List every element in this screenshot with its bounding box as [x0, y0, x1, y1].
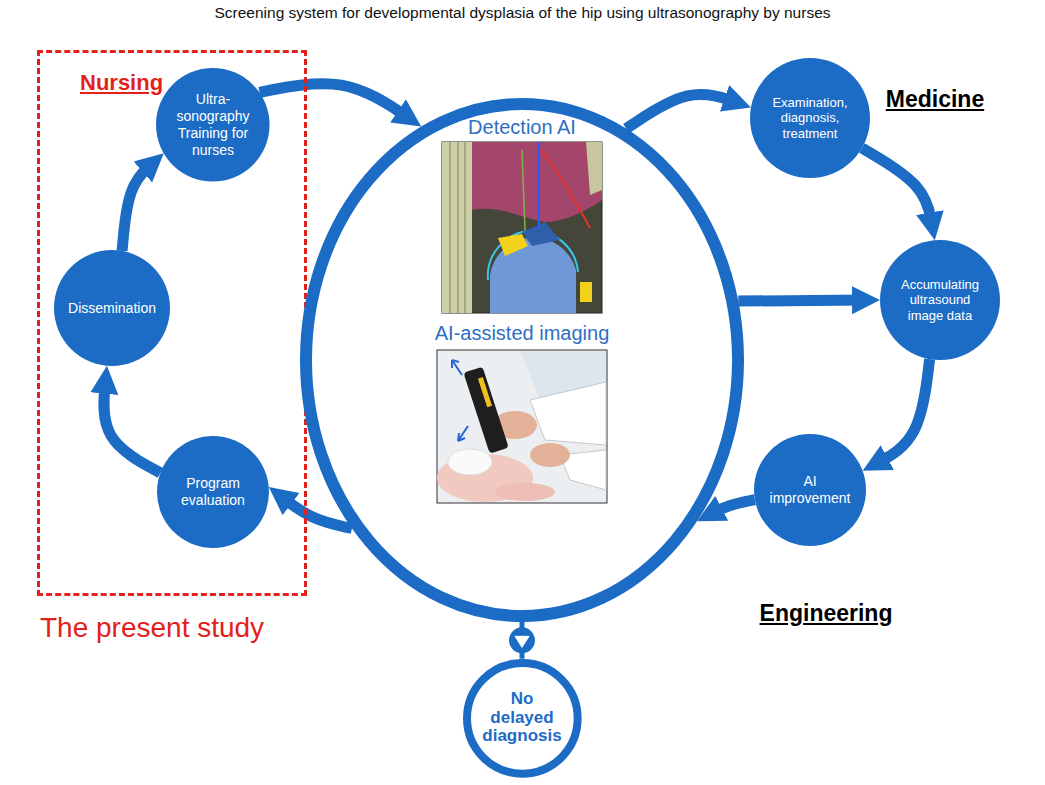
imaging-photo — [437, 350, 607, 503]
connector-group — [509, 622, 535, 659]
ring-outline — [467, 663, 578, 774]
infant-model-leg — [495, 483, 555, 501]
process-circle: Ultra- sonography Training for nurses — [156, 68, 270, 182]
connector-group — [738, 300, 866, 302]
probe-body — [463, 367, 508, 454]
flow-arrow — [875, 359, 930, 464]
ring-outline — [306, 104, 738, 616]
discipline-label: Engineering — [760, 600, 893, 627]
node-label: Program evaluation — [173, 475, 253, 509]
circle-fill — [157, 436, 269, 548]
node-text-block: Program evaluation — [173, 475, 253, 509]
connector-group — [875, 359, 930, 464]
hub-heading: Detection AI — [300, 116, 744, 139]
base-line — [538, 142, 540, 228]
labrum — [522, 222, 560, 246]
ultrasound-image — [442, 142, 602, 313]
circle-fill — [754, 434, 866, 546]
guide-line — [522, 150, 525, 230]
node-text-block: AI improvement — [765, 473, 855, 507]
flow-arrow — [738, 295, 866, 307]
result-badge — [509, 627, 535, 653]
ultrasound-probe — [463, 367, 508, 454]
process-circle: Accumulating ultrasound image data — [880, 240, 1000, 360]
diagram-title: Screening system for developmental dyspl… — [0, 4, 1045, 22]
node-text-block: Dissemination — [68, 300, 156, 317]
process-circle: Program evaluation — [157, 436, 269, 548]
hub-heading: AI-assisted imaging — [300, 322, 744, 345]
outcome-circle: No delayed diagnosis — [463, 659, 582, 778]
circle-fill — [750, 58, 870, 178]
ring-shape — [300, 98, 744, 622]
study-region: NursingThe present studyUltra- sonograph… — [37, 50, 307, 596]
flow-arrow — [259, 84, 409, 119]
section-heading: Nursing — [80, 70, 163, 96]
flow-arrow — [104, 380, 161, 473]
motion-arrow — [452, 360, 462, 375]
node-label: No delayed diagnosis — [479, 690, 565, 746]
discipline-label: Medicine — [886, 86, 984, 113]
motion-arrow — [458, 426, 468, 441]
ai-hub-ring: Detection AI AI-assisted imaging — [300, 98, 744, 622]
node-label: AI improvement — [765, 473, 855, 507]
flow-arrow — [626, 94, 737, 128]
flow-arrow — [709, 500, 755, 515]
node-label: Accumulating ultrasound image data — [892, 277, 988, 324]
node-text-block: Accumulating ultrasound image data — [892, 277, 988, 324]
connector-group — [104, 380, 161, 473]
tissue-stripes — [450, 142, 465, 313]
photo-ground — [437, 350, 607, 503]
process-circle: Examination, diagnosis, treatment — [750, 58, 870, 178]
circle-fill — [54, 250, 170, 366]
node-label: Ultra- sonography Training for nurses — [171, 91, 255, 158]
sleeve — [530, 382, 606, 445]
circle-fill — [156, 68, 270, 182]
flow-arrow — [862, 148, 932, 226]
diaper — [448, 449, 492, 475]
gluteal-muscle — [472, 142, 602, 222]
connector-group — [122, 163, 153, 251]
connector-group — [259, 84, 409, 119]
node-label: Dissemination — [68, 300, 156, 317]
flow-arrow — [122, 163, 153, 251]
image-ground — [442, 142, 602, 313]
cartilage — [498, 234, 528, 256]
hand — [530, 443, 570, 467]
connector-group — [626, 94, 737, 128]
circle-fill — [880, 240, 1000, 360]
down-triangle — [515, 636, 529, 647]
connector-group — [709, 500, 755, 515]
node-text-block: No delayed diagnosis — [479, 690, 565, 746]
node-text-block: Examination, diagnosis, treatment — [765, 95, 855, 142]
probe-stripe — [478, 377, 492, 407]
skin-layer — [442, 142, 472, 313]
node-label: Examination, diagnosis, treatment — [765, 95, 855, 142]
triradiate-cartilage — [580, 282, 592, 302]
region-caption: The present study — [40, 612, 264, 644]
node-text-block: Ultra- sonography Training for nurses — [171, 91, 255, 158]
process-circle: AI improvement — [754, 434, 866, 546]
iliac-bone — [586, 142, 602, 195]
process-circle: Dissemination — [54, 250, 170, 366]
connector-group — [862, 148, 932, 226]
bony-roof-line — [541, 150, 590, 228]
